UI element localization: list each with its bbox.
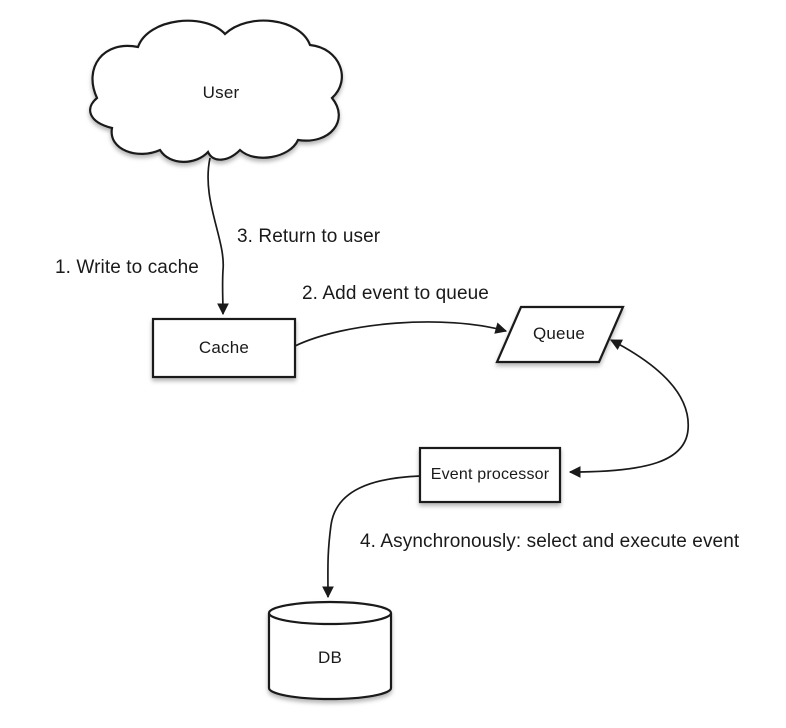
cache-box-shape [151, 317, 297, 379]
edge-label-write-to-cache: 1. Write to cache [55, 257, 199, 278]
edge-cache-to-queue [294, 321, 508, 347]
event-processor-box-shape [418, 446, 562, 504]
edge-label-return-to-user: 3. Return to user [237, 226, 381, 247]
edge-label-add-event-to-queue: 2. Add event to queue [302, 283, 489, 304]
node-label-db: DB [317, 648, 343, 667]
node-label-cache: Cache [198, 338, 250, 357]
edge-label-async-select-execute: 4. Asynchronously: select and execute ev… [360, 531, 740, 552]
edge-event-processor-to-db [322, 475, 421, 599]
user-cloud-shape [89, 19, 343, 163]
node-label-event-processor: Event processor [430, 466, 550, 483]
db-cylinder-shape [267, 600, 393, 701]
node-label-user: User [202, 83, 240, 102]
node-label-queue: Queue [532, 324, 586, 343]
edge-queue-event-processor [568, 339, 689, 478]
edge-user-to-cache [207, 157, 229, 316]
